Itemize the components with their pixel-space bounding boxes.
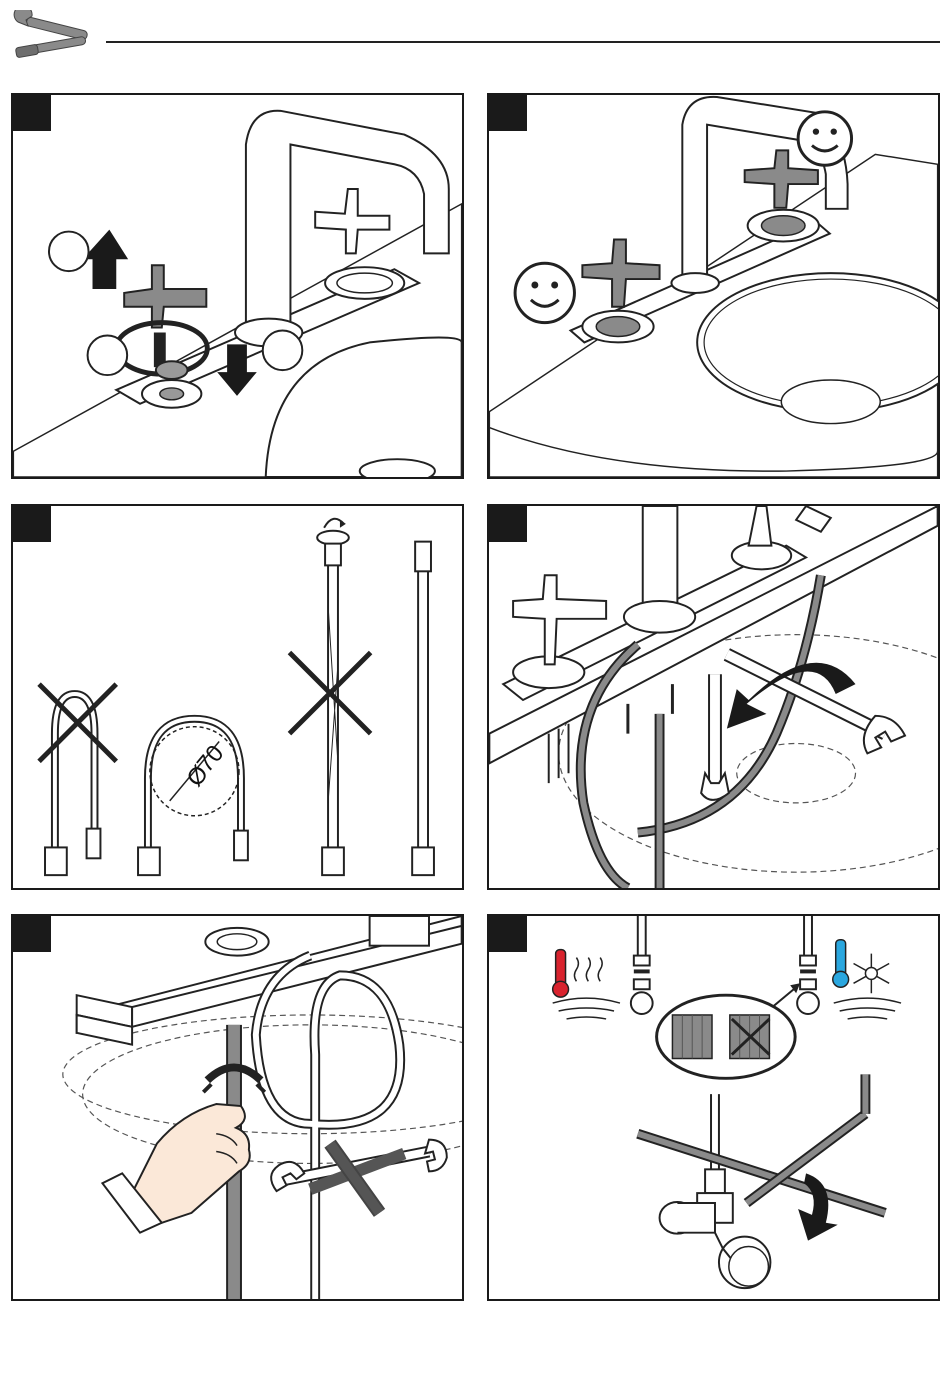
step-panel-6 — [487, 914, 940, 1301]
step-number-badge — [489, 95, 527, 131]
handle-remove-illustration — [13, 95, 462, 477]
supply-connect-illustration — [489, 916, 938, 1299]
wrench-tighten-illustration — [489, 506, 938, 888]
header-rule — [106, 41, 940, 43]
cold-water-icon — [833, 940, 901, 1019]
step-panel-2 — [487, 93, 940, 479]
step-number-badge — [13, 916, 51, 952]
hose-connect-illustration — [13, 916, 462, 1299]
tools-icon — [12, 10, 94, 66]
hose-bend-illustration: Ø 70 — [13, 506, 462, 888]
handle-align-illustration — [489, 95, 938, 477]
step-number-badge — [489, 916, 527, 952]
step-number-badge — [489, 506, 527, 542]
step-number-badge — [13, 95, 51, 131]
step-panel-5 — [11, 914, 464, 1301]
step-number-badge — [13, 506, 51, 542]
step-panel-3: Ø 70 — [11, 504, 464, 890]
hot-water-icon — [553, 950, 620, 1019]
step-panel-1 — [11, 93, 464, 479]
step-panel-4 — [487, 504, 940, 890]
